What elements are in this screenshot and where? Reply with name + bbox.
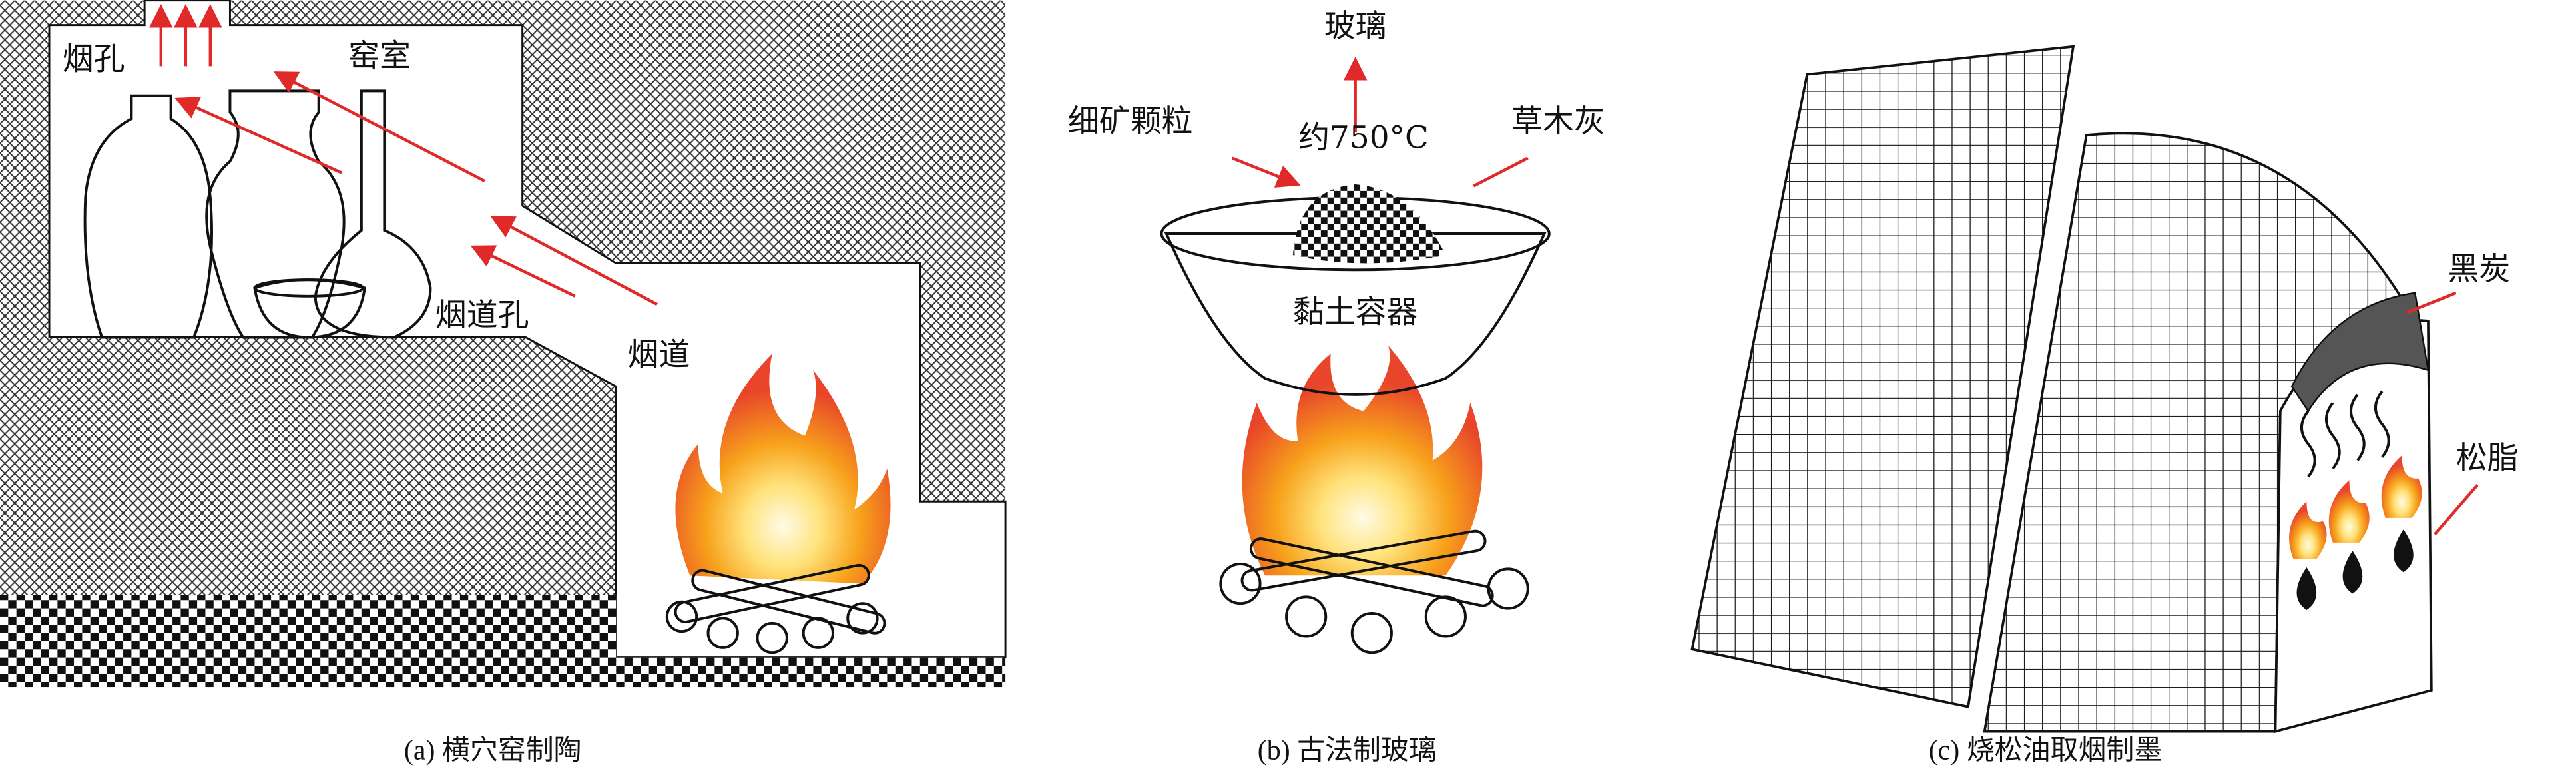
- ore-pile: [1292, 184, 1446, 264]
- label-ore: 细矿颗粒: [1068, 103, 1193, 140]
- caption-a: (a) 横穴窑制陶: [404, 736, 582, 766]
- label-chimney: 烟孔: [63, 41, 125, 77]
- arrow-ore: [1231, 156, 1301, 188]
- label-soot: 黑炭: [2448, 251, 2511, 288]
- fire-a: [665, 354, 891, 654]
- line-soot: [2406, 291, 2457, 314]
- panel-glass: 玻璃 细矿颗粒 约750°C 草木灰 黏土容器 (b) 古法制玻璃: [1068, 8, 1605, 766]
- kiln-floor: [0, 595, 617, 688]
- screen-left: [1690, 45, 2075, 708]
- label-chamber: 窑室: [348, 37, 411, 74]
- panel-kiln: 烟孔 窑室 烟道孔 烟道 (a) 横穴窑制陶: [0, 0, 1007, 766]
- label-resin: 松脂: [2456, 440, 2519, 477]
- firebox-floor: [616, 657, 1006, 688]
- smoke-lines: [2300, 390, 2390, 478]
- line-ash: [1473, 156, 1529, 188]
- pottery-vessels: [83, 89, 432, 339]
- fire-b: [1219, 345, 1529, 654]
- caption-c: (c) 烧松油取烟制墨: [1929, 736, 2163, 766]
- label-flue: 烟道: [628, 336, 690, 373]
- caption-b: (b) 古法制玻璃: [1258, 736, 1437, 766]
- panel-ink: 黑炭 松脂 (c) 烧松油取烟制墨: [1690, 45, 2519, 766]
- resin-flames: [2289, 455, 2422, 611]
- label-temperature: 约750°C: [1298, 120, 1429, 156]
- label-glass: 玻璃: [1324, 8, 1387, 45]
- clay-vessel: [1164, 232, 1547, 396]
- soot-layer: [2290, 292, 2430, 413]
- label-flue-hole: 烟道孔: [435, 297, 529, 334]
- label-ash: 草木灰: [1511, 103, 1605, 140]
- line-resin: [2434, 484, 2479, 536]
- label-vessel: 黏土容器: [1293, 294, 1418, 330]
- airflow-arrows: [149, 4, 658, 306]
